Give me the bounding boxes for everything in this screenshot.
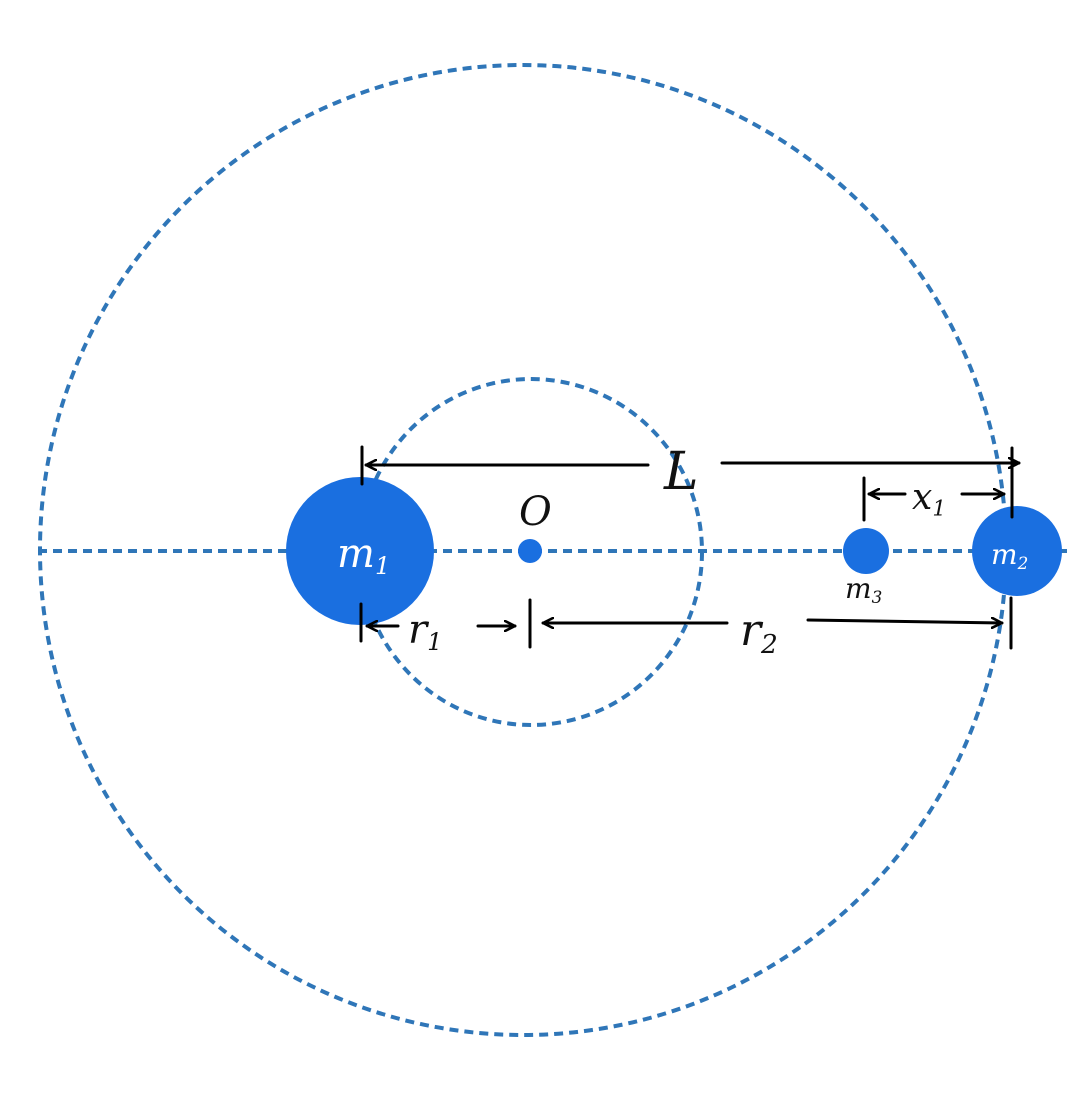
mass-m3: [843, 528, 889, 574]
label-x1: x1: [912, 477, 946, 521]
label-m2: m2: [991, 538, 1028, 573]
label-center-o: O: [519, 489, 552, 535]
label-L: L: [663, 442, 699, 502]
arrow-r2-right: [806, 620, 1004, 623]
center-of-mass-point: [518, 539, 542, 563]
mass-m1: [286, 477, 434, 625]
label-r2: r2: [740, 605, 778, 660]
label-m1: m1: [337, 531, 390, 580]
label-m3: m3: [845, 572, 882, 607]
mass-m2: [972, 506, 1062, 596]
label-r1: r1: [408, 607, 442, 656]
